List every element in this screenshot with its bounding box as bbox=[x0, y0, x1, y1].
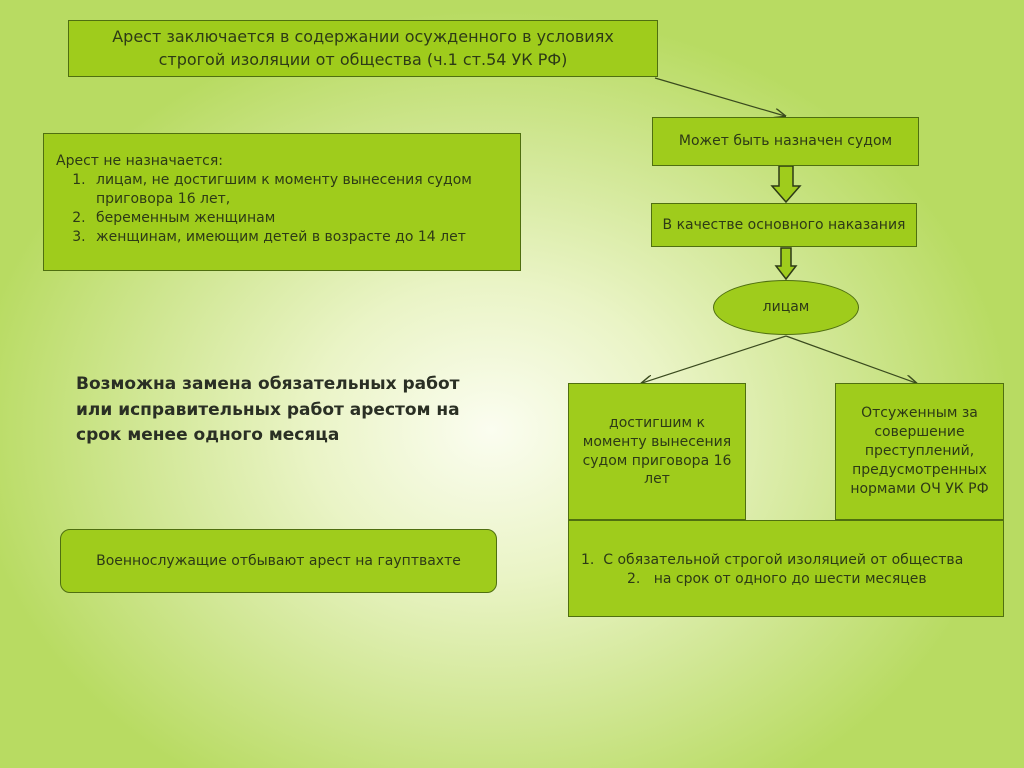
military-note-text: Военнослужащие отбывают арест на гауптва… bbox=[96, 552, 461, 569]
condition-item: 2. на срок от одного до шести месяцев bbox=[627, 570, 927, 587]
convicted-box: Отсуженным за совершение преступлений, п… bbox=[835, 383, 1004, 520]
main-penalty-box: В качестве основного наказания bbox=[651, 203, 917, 247]
condition-text: на срок от одного до шести месяцев bbox=[653, 570, 927, 587]
condition-text: С обязательной строгой изоляцией от обще… bbox=[603, 552, 964, 568]
definition-text: Арест заключается в содержании осужденно… bbox=[112, 27, 614, 69]
condition-item: 1. С обязательной строгой изоляцией от о… bbox=[581, 552, 964, 568]
persons-text: лицам bbox=[762, 299, 810, 316]
reached-age-box: достигшим к моменту вынесения судом приг… bbox=[568, 383, 746, 520]
not-assigned-heading: Арест не назначается: bbox=[56, 153, 223, 169]
main-penalty-text: В качестве основного наказания bbox=[662, 216, 906, 233]
block-arrow-court-to-main bbox=[770, 165, 802, 204]
arrow-persons-to-convicted bbox=[785, 335, 916, 383]
arrow-title-to-court bbox=[654, 77, 785, 116]
replacement-note: Возможна замена обязательных работ или и… bbox=[76, 374, 460, 445]
persons-ellipse: лицам bbox=[713, 280, 859, 335]
reached-age-text: достигшим к моменту вынесения судом приг… bbox=[582, 414, 732, 488]
not-assigned-list: лицам, не достигшим к моменту вынесения … bbox=[56, 171, 510, 247]
military-note-box: Военнослужащие отбывают арест на гауптва… bbox=[60, 529, 497, 593]
not-assigned-box: Арест не назначается: лицам, не достигши… bbox=[43, 133, 521, 271]
court-box: Может быть назначен судом bbox=[652, 117, 919, 166]
list-item: беременным женщинам bbox=[90, 209, 510, 228]
conditions-list: 1. С обязательной строгой изоляцией от о… bbox=[569, 551, 1003, 589]
block-arrow-main-to-persons bbox=[774, 247, 798, 281]
definition-box: Арест заключается в содержании осужденно… bbox=[68, 20, 658, 77]
court-text: Может быть назначен судом bbox=[678, 133, 893, 150]
arrow-persons-to-reached-age bbox=[642, 335, 787, 383]
list-item: лицам, не достигшим к моменту вынесения … bbox=[90, 171, 510, 209]
convicted-text: Отсуженным за совершение преступлений, п… bbox=[850, 405, 989, 497]
list-item: женщинам, имеющим детей в возрасте до 14… bbox=[90, 228, 510, 247]
conditions-box: 1. С обязательной строгой изоляцией от о… bbox=[568, 520, 1004, 617]
